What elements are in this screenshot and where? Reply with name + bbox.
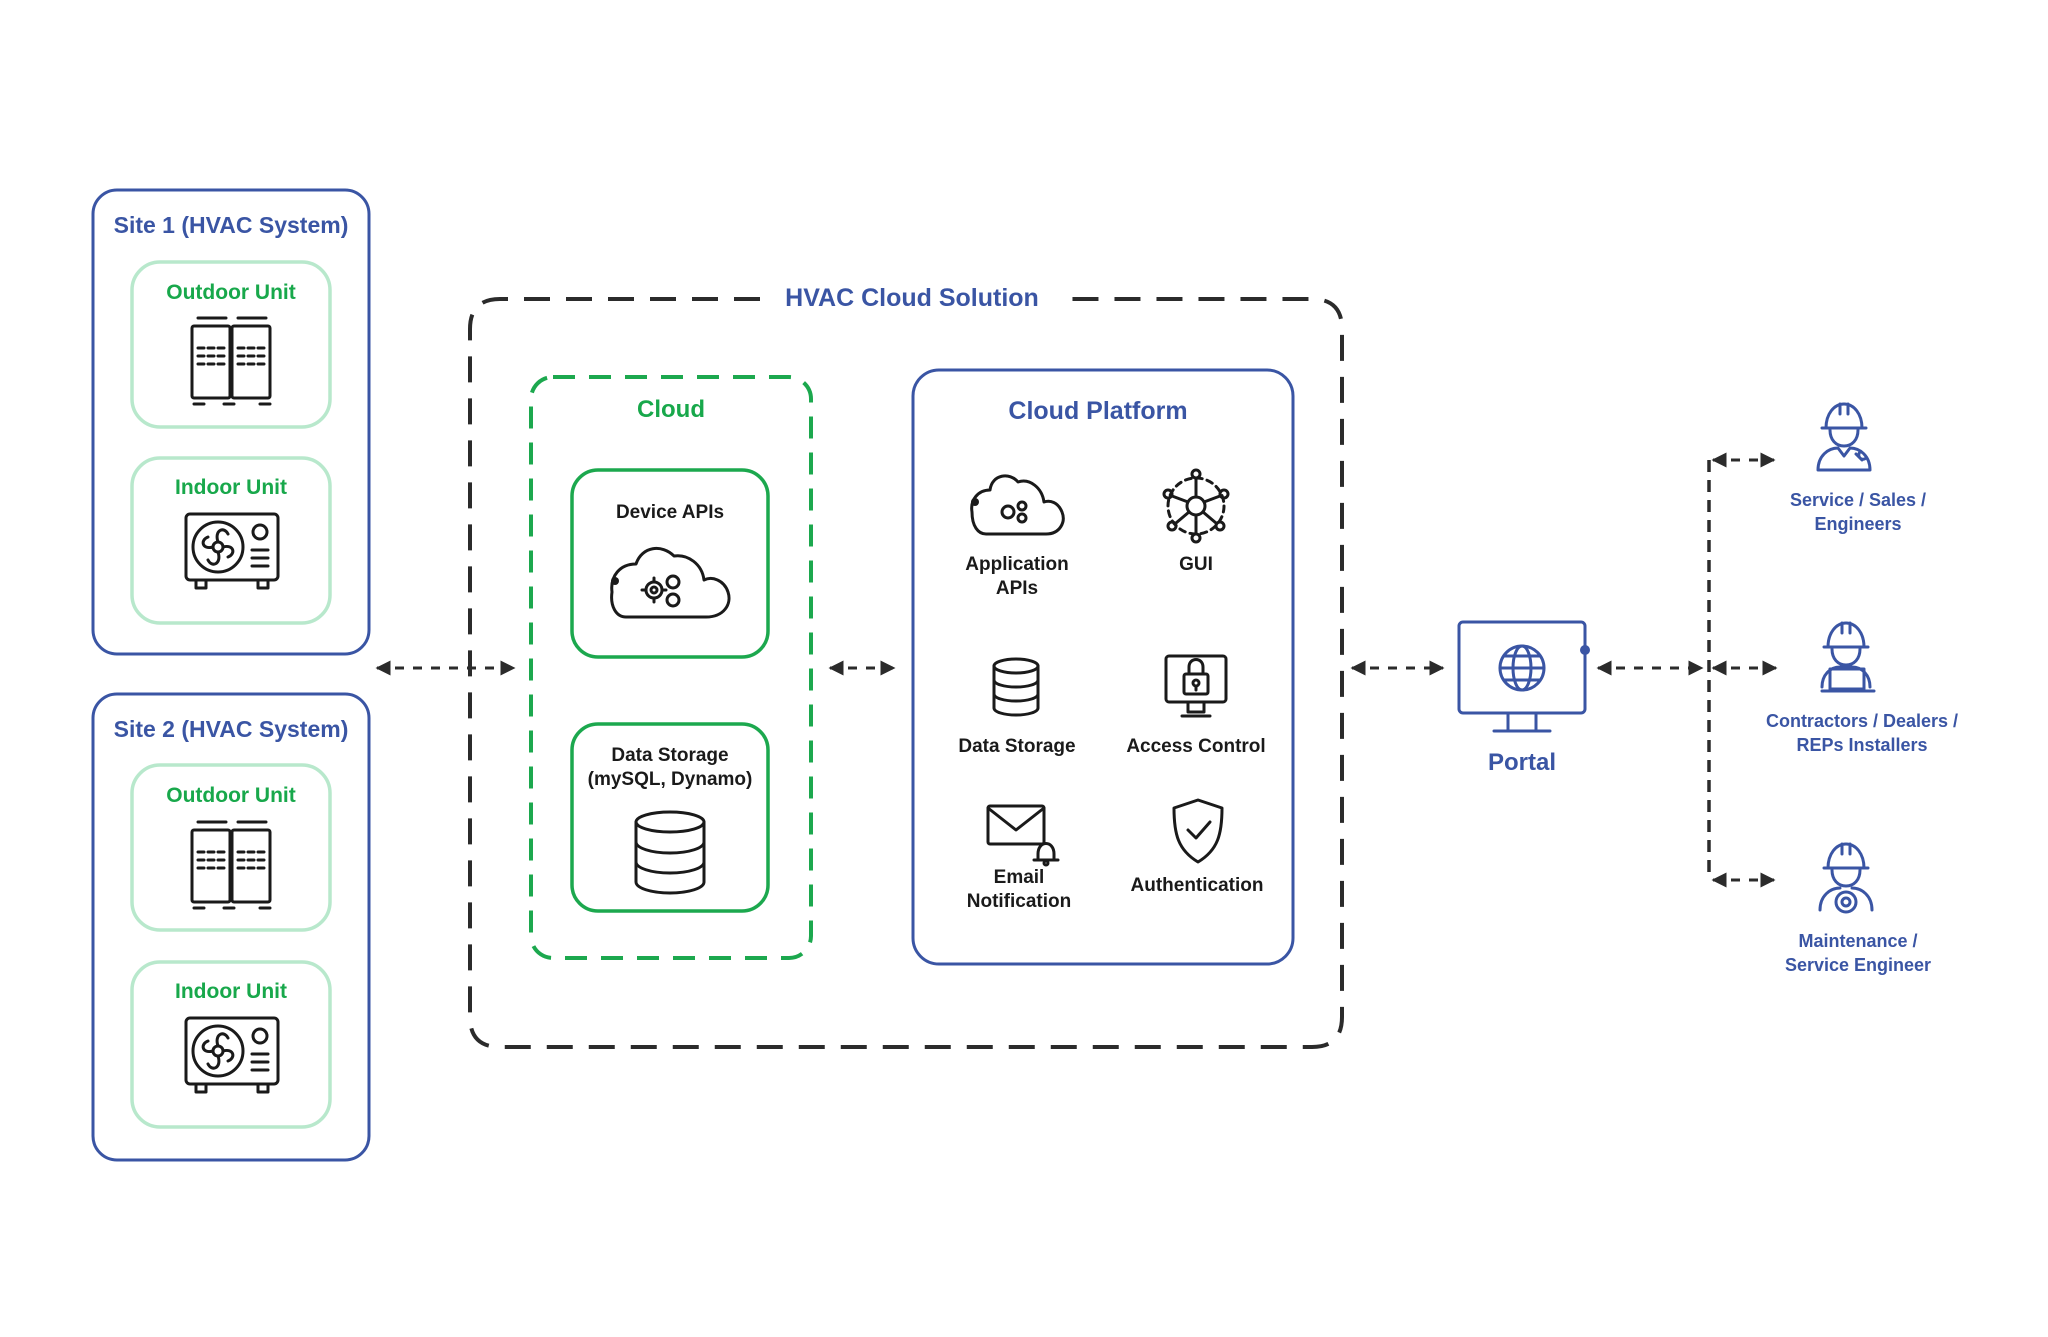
cloud-group: Cloud Device APIs Data Storage (mySQL, D…	[529, 375, 813, 960]
storage-label-line2: (mySQL, Dynamo)	[588, 769, 753, 790]
authentication-label: Authentication	[1131, 875, 1264, 896]
data-storage-icon	[992, 657, 1040, 717]
site-1-indoor-unit: Indoor Unit	[130, 456, 332, 625]
device-apis-card: Device APIs	[570, 468, 770, 659]
site-2-panel: Site 2 (HVAC System) Outdoor Unit Indoor…	[91, 692, 371, 1162]
email-notification-label-line2: Notification	[967, 891, 1072, 912]
access-control-label: Access Control	[1126, 736, 1265, 757]
cloud-gears-icon	[610, 547, 731, 619]
access-control-lock-icon	[1164, 654, 1228, 718]
gui-label: GUI	[1179, 554, 1213, 575]
data-storage-label: Data Storage	[958, 736, 1075, 757]
user-3-label-line1: Maintenance /	[1798, 931, 1917, 951]
gui-network-icon	[1162, 468, 1230, 544]
engineer-wrench-icon	[1816, 402, 1872, 472]
user-2-label-line1: Contractors / Dealers /	[1766, 711, 1958, 731]
engineer-gear-icon	[1818, 842, 1874, 914]
site-1-outdoor-unit: Outdoor Unit	[130, 260, 332, 429]
hvac-cloud-solution-group: HVAC Cloud Solution	[468, 284, 1344, 1049]
connectors	[375, 452, 1778, 888]
data-storage-card: Data Storage (mySQL, Dynamo)	[570, 722, 770, 913]
user-1-label-line2: Engineers	[1814, 514, 1901, 534]
authentication-shield-icon	[1172, 798, 1224, 864]
user-service-sales-engineers: Service / Sales / Engineers	[1790, 402, 1926, 534]
dot-marker	[611, 577, 619, 585]
device-apis-label: Device APIs	[616, 502, 724, 523]
dot-marker	[1580, 645, 1590, 655]
outdoor-unit-icon	[190, 316, 272, 406]
site-2-indoor-unit: Indoor Unit	[130, 960, 332, 1129]
portal-label: Portal	[1488, 749, 1556, 776]
application-apis-icon	[970, 474, 1065, 536]
site-2-outdoor-unit: Outdoor Unit	[130, 763, 332, 932]
user-3-label-line2: Service Engineer	[1785, 955, 1931, 975]
site-1-panel: Site 1 (HVAC System) Outdoor Unit Indoor…	[91, 188, 371, 656]
indoor-unit-fan-icon	[184, 512, 280, 590]
email-notification-icon	[986, 804, 1060, 867]
storage-label-line1: Data Storage	[611, 745, 728, 766]
indoor-unit-fan-icon	[184, 1016, 280, 1094]
outdoor-unit-icon	[190, 820, 272, 910]
dot-marker	[971, 498, 979, 506]
email-notification-label-line1: Email	[994, 867, 1045, 888]
cloud-platform-title: Cloud Platform	[1008, 397, 1187, 425]
hvac-cloud-solution-title: HVAC Cloud Solution	[785, 284, 1039, 312]
user-1-label-line1: Service / Sales /	[1790, 490, 1926, 510]
site-1-title: Site 1 (HVAC System)	[114, 212, 349, 238]
outdoor-unit-label: Outdoor Unit	[166, 784, 295, 807]
engineer-laptop-icon	[1820, 621, 1876, 693]
cloud-platform-group: Cloud Platform Application APIs GUI	[911, 368, 1295, 966]
user-maintenance-engineer: Maintenance / Service Engineer	[1785, 842, 1931, 975]
indoor-unit-label: Indoor Unit	[175, 980, 287, 1003]
indoor-unit-label: Indoor Unit	[175, 476, 287, 499]
outdoor-unit-label: Outdoor Unit	[166, 281, 295, 304]
database-icon	[634, 810, 706, 895]
user-2-label-line2: REPs Installers	[1796, 735, 1927, 755]
portal-monitor-icon	[1457, 620, 1587, 733]
site-2-title: Site 2 (HVAC System)	[114, 716, 349, 742]
application-apis-label-line1: Application	[965, 554, 1068, 575]
user-contractors-dealers: Contractors / Dealers / REPs Installers	[1766, 621, 1958, 755]
cloud-title: Cloud	[637, 396, 705, 423]
application-apis-label-line2: APIs	[996, 578, 1038, 599]
portal-group: Portal	[1457, 620, 1590, 776]
